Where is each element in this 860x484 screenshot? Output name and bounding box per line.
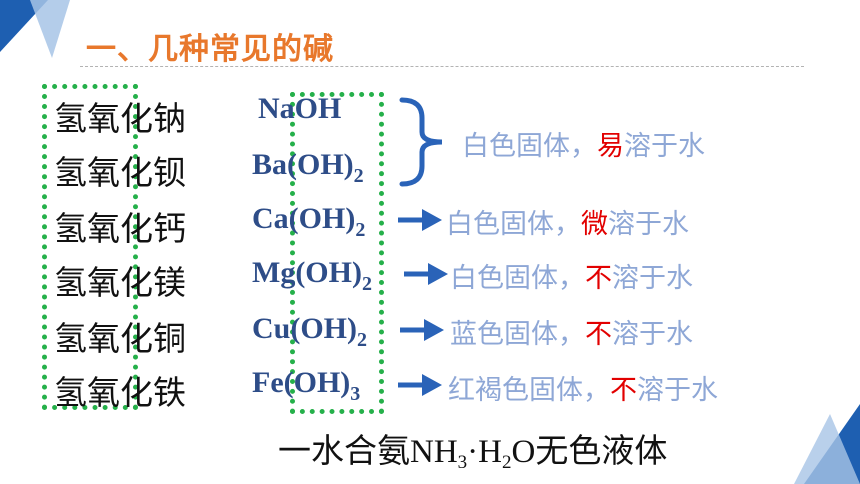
base-name: 氢氧化钠 [54, 99, 186, 138]
page-title: 一、几种常见的碱 [86, 32, 334, 67]
brace-icon [399, 97, 443, 187]
arrow-right-icon [398, 209, 442, 231]
property-text: 白色固体，易溶于水 [462, 131, 705, 162]
base-name: 氢氧化铁 [54, 373, 186, 412]
title-divider [80, 66, 804, 67]
property-text: 红褐色固体，不溶于水 [448, 375, 718, 406]
base-formula: Fe(OH)3 [252, 366, 361, 405]
highlight-box-hydroxide [42, 84, 138, 410]
property-text: 蓝色固体，不溶于水 [450, 319, 693, 350]
base-formula: Ca(OH)2 [252, 202, 366, 241]
base-formula: Ba(OH)2 [252, 148, 364, 187]
base-name: 氢氧化钙 [54, 209, 186, 248]
base-name: 氢氧化镁 [54, 263, 186, 302]
ammonia-line: 一水合氨NH3·H2O无色液体 [278, 431, 668, 473]
property-text: 白色固体，微溶于水 [446, 209, 689, 240]
arrow-right-icon [400, 319, 444, 341]
arrow-right-icon [398, 374, 442, 396]
arrow-right-icon [404, 263, 448, 285]
property-text: 白色固体，不溶于水 [450, 263, 693, 294]
base-name: 氢氧化铜 [54, 319, 186, 358]
highlight-box-oh-group [290, 92, 384, 414]
base-name: 氢氧化钡 [54, 153, 186, 192]
corner-decoration-top-left [0, 0, 70, 58]
base-formula: NaOH [258, 92, 342, 125]
base-formula: Cu(OH)2 [252, 312, 367, 351]
base-formula: Mg(OH)2 [252, 256, 372, 295]
corner-decoration-bottom-right [794, 404, 860, 484]
